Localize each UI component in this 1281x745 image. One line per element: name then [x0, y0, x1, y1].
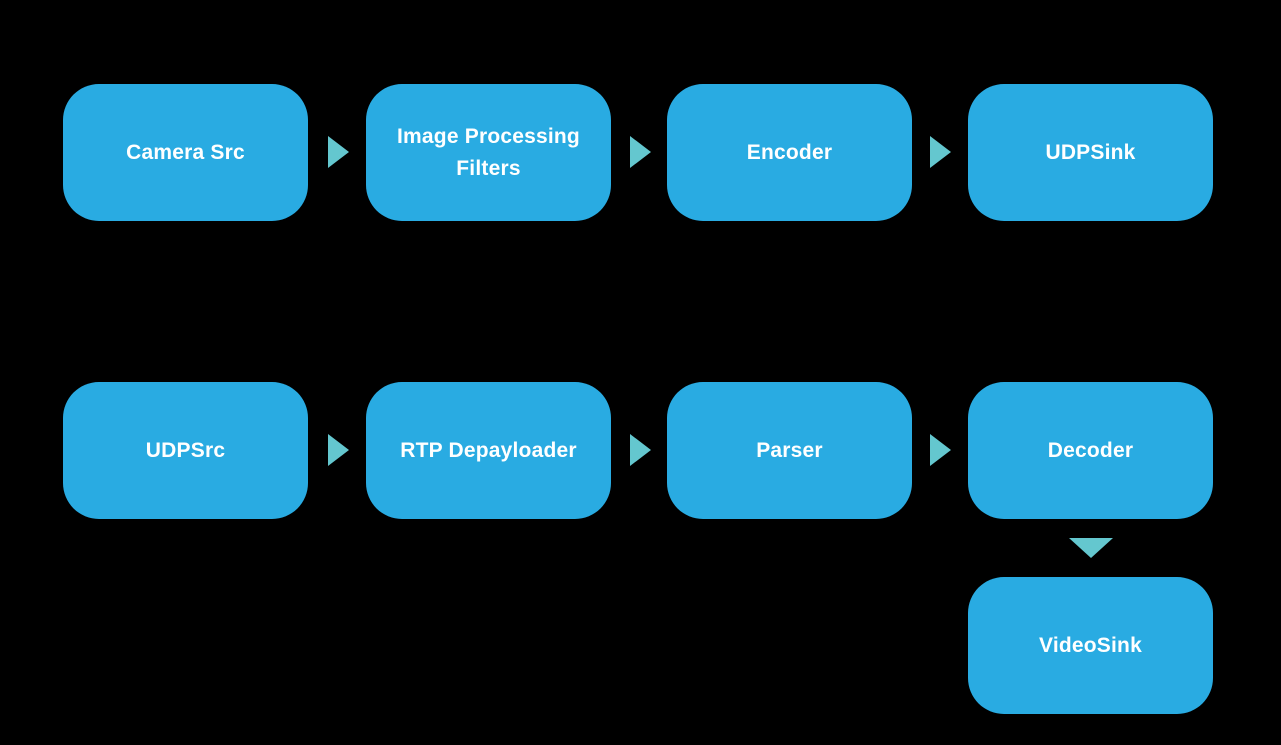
- node-udpsink: UDPSink: [968, 84, 1213, 221]
- node-image-processing-filters: Image Processing Filters: [366, 84, 611, 221]
- arrow-right-icon: [328, 434, 349, 466]
- node-label: UDPSrc: [145, 438, 226, 462]
- arrow-right-icon: [328, 136, 349, 168]
- node-label: Camera Src: [126, 140, 245, 164]
- arrow-right-icon: [930, 136, 951, 168]
- node-label: VideoSink: [1039, 633, 1142, 657]
- node-label: Image Processing Filters: [397, 124, 580, 180]
- node-label: RTP Depayloader: [400, 438, 577, 462]
- node-label: Decoder: [1047, 438, 1134, 462]
- node-label: Encoder: [746, 140, 833, 164]
- arrow-right-icon: [630, 434, 651, 466]
- node-encoder: Encoder: [667, 84, 912, 221]
- node-camera-src: Camera Src: [63, 84, 308, 221]
- node-rtp-depayloader: RTP Depayloader: [366, 382, 611, 519]
- arrow-right-icon: [930, 434, 951, 466]
- node-decoder: Decoder: [968, 382, 1213, 519]
- node-udpsrc: UDPSrc: [63, 382, 308, 519]
- node-label: UDPSink: [1045, 140, 1136, 164]
- node-label: Parser: [756, 438, 823, 462]
- node-videosink: VideoSink: [968, 577, 1213, 714]
- arrow-down-icon: [1069, 538, 1113, 558]
- arrow-right-icon: [630, 136, 651, 168]
- node-parser: Parser: [667, 382, 912, 519]
